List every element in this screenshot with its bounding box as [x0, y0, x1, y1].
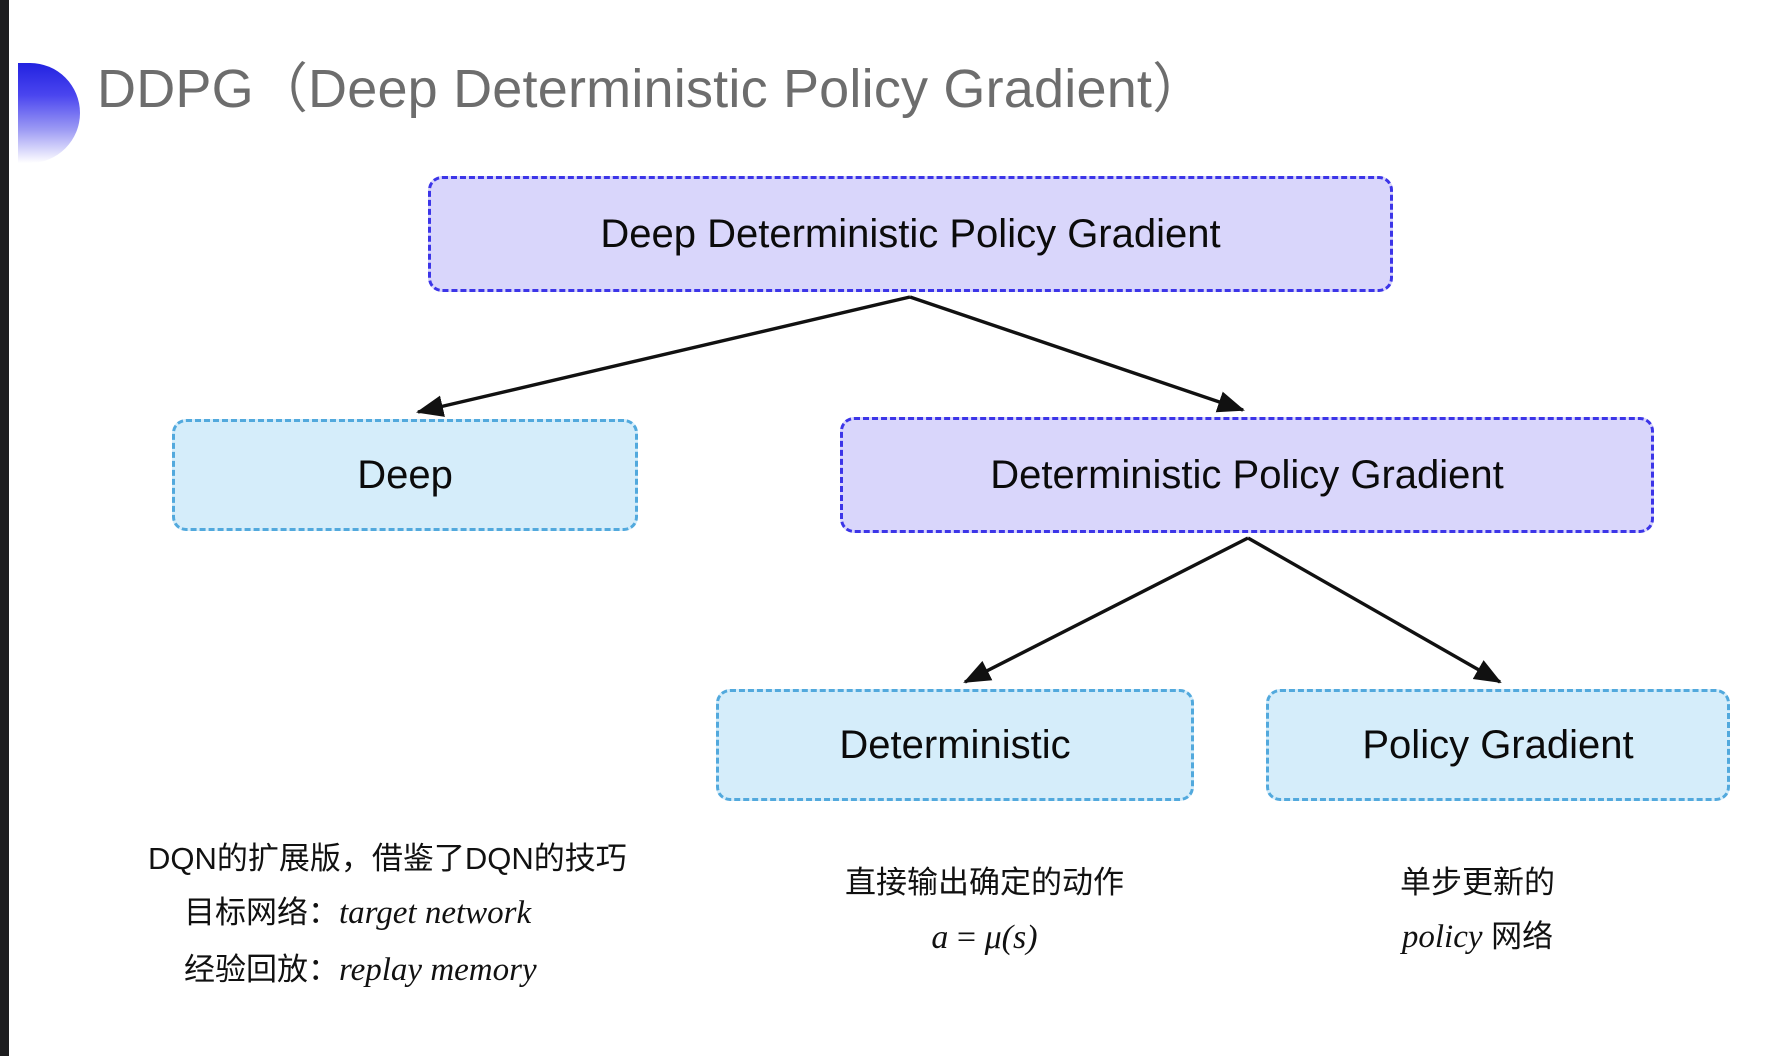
annotation-deterministic-formula: a = μ(s): [845, 909, 1124, 967]
left-edge-strip: [0, 0, 9, 1056]
annotation-deep-line-2-value: target network: [339, 895, 532, 932]
node-deterministic-policy-gradient[interactable]: Deterministic Policy Gradient: [840, 417, 1654, 533]
node-deterministic[interactable]: Deterministic: [716, 689, 1194, 801]
annotation-deterministic: 直接输出确定的动作 a = μ(s): [845, 856, 1124, 968]
node-label: Deterministic: [839, 723, 1071, 767]
annotation-policy-gradient-line-2-value: policy: [1401, 919, 1483, 956]
annotation-policy-gradient-line-2: policy 网络: [1400, 909, 1555, 966]
page-title: DDPG（Deep Deterministic Policy Gradient）: [97, 59, 1207, 119]
edge-dpg-to-deterministic: [963, 536, 1249, 684]
formula-rhs: μ(s): [984, 919, 1038, 957]
half-circle-gradient-icon: [18, 63, 80, 163]
edge-dpg-to-policy-gradient: [1247, 536, 1502, 684]
annotation-policy-gradient: 单步更新的 policy 网络: [1400, 856, 1555, 966]
annotation-policy-gradient-line-1: 单步更新的: [1400, 865, 1555, 900]
annotation-policy-gradient-line-2-label: 网络: [1482, 919, 1554, 955]
node-policy-gradient[interactable]: Policy Gradient: [1266, 689, 1730, 801]
node-deep-deterministic-policy-gradient[interactable]: Deep Deterministic Policy Gradient: [428, 176, 1393, 292]
node-label: Policy Gradient: [1362, 723, 1634, 767]
formula-lhs: a: [931, 919, 949, 957]
annotation-deep-line-2: 目标网络：target network: [148, 885, 627, 942]
node-label: Deep Deterministic Policy Gradient: [600, 212, 1221, 256]
edge-root-to-dpg: [909, 295, 1245, 413]
annotation-deep-line-3-label: 经验回放：: [184, 952, 339, 988]
node-label: Deterministic Policy Gradient: [990, 453, 1504, 497]
annotation-deep-line-1: DQN的扩展版，借鉴了DQN的技巧: [148, 841, 627, 876]
formula-operator: =: [948, 919, 985, 957]
annotation-deep-line-3-value: replay memory: [339, 952, 537, 989]
annotation-deterministic-line-1: 直接输出确定的动作: [845, 865, 1124, 900]
node-deep[interactable]: Deep: [172, 419, 638, 531]
annotation-deep-line-3: 经验回放：replay memory: [148, 942, 627, 999]
node-label: Deep: [357, 453, 453, 497]
annotation-deep: DQN的扩展版，借鉴了DQN的技巧 目标网络：target network 经验…: [148, 832, 627, 999]
annotation-deep-line-2-label: 目标网络：: [184, 895, 339, 931]
edge-root-to-deep: [416, 295, 911, 417]
